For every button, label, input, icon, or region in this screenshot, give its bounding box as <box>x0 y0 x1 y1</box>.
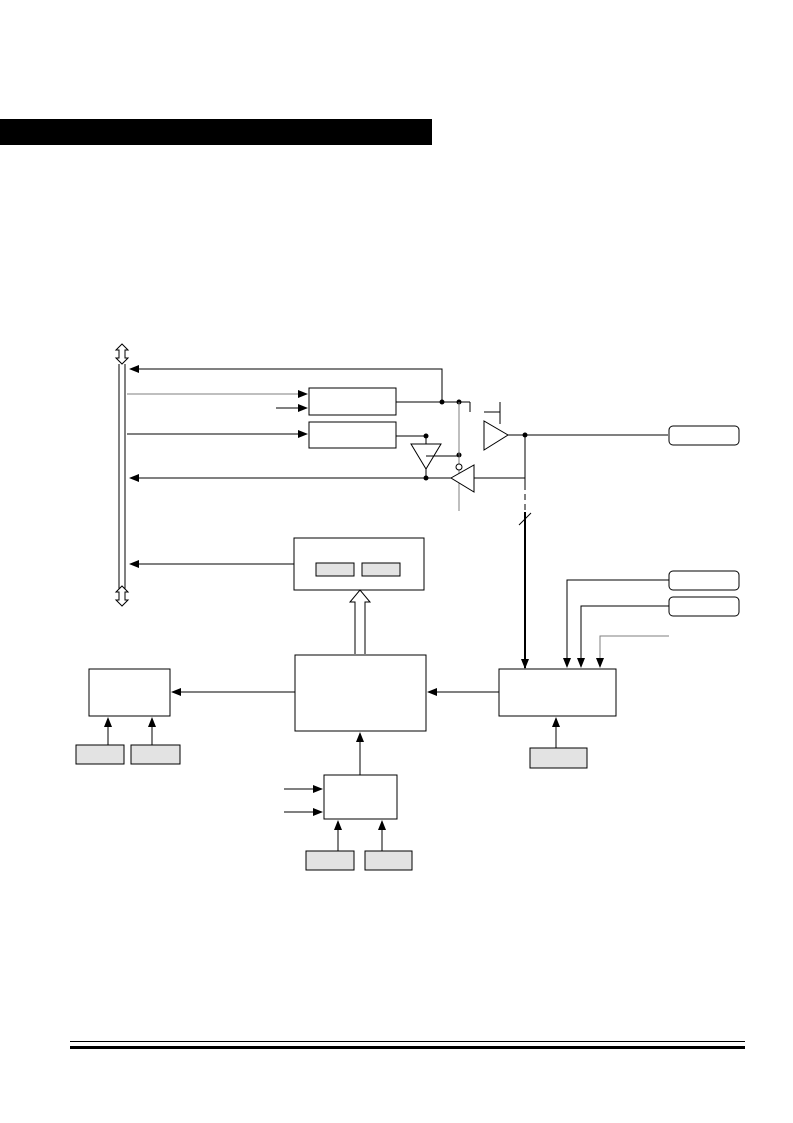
mux-select-register <box>529 747 588 769</box>
bus-top-arrow-icon <box>114 343 130 365</box>
ccp-reg-2 <box>130 744 181 765</box>
data-latch-box <box>308 387 397 416</box>
footer-rule-thick <box>70 1046 745 1049</box>
data-bus <box>114 343 130 607</box>
analog-input-pin-1 <box>668 570 740 591</box>
read-port-line <box>129 365 443 402</box>
output-buffer-icon <box>483 420 509 451</box>
section-header-bar <box>0 119 432 145</box>
clock-reg-1 <box>305 850 355 871</box>
result-low-register <box>361 562 401 577</box>
clock-select-block <box>323 774 398 820</box>
bus-bottom-arrow-icon <box>114 585 130 607</box>
hollow-arrow-icon <box>348 589 372 654</box>
result-register-box <box>293 537 425 591</box>
footer-rule-thin <box>70 1041 745 1042</box>
clock-reg-2 <box>364 850 413 871</box>
io-pin <box>668 425 740 446</box>
ccp-block <box>88 668 171 717</box>
input-buffer-icon <box>450 464 475 493</box>
result-high-register <box>315 562 355 577</box>
adc-block <box>294 654 427 732</box>
tris-latch-box <box>308 421 397 449</box>
analog-input-pin-2 <box>668 596 740 617</box>
analog-mux-block <box>498 668 617 717</box>
ccp-reg-1 <box>75 744 125 765</box>
